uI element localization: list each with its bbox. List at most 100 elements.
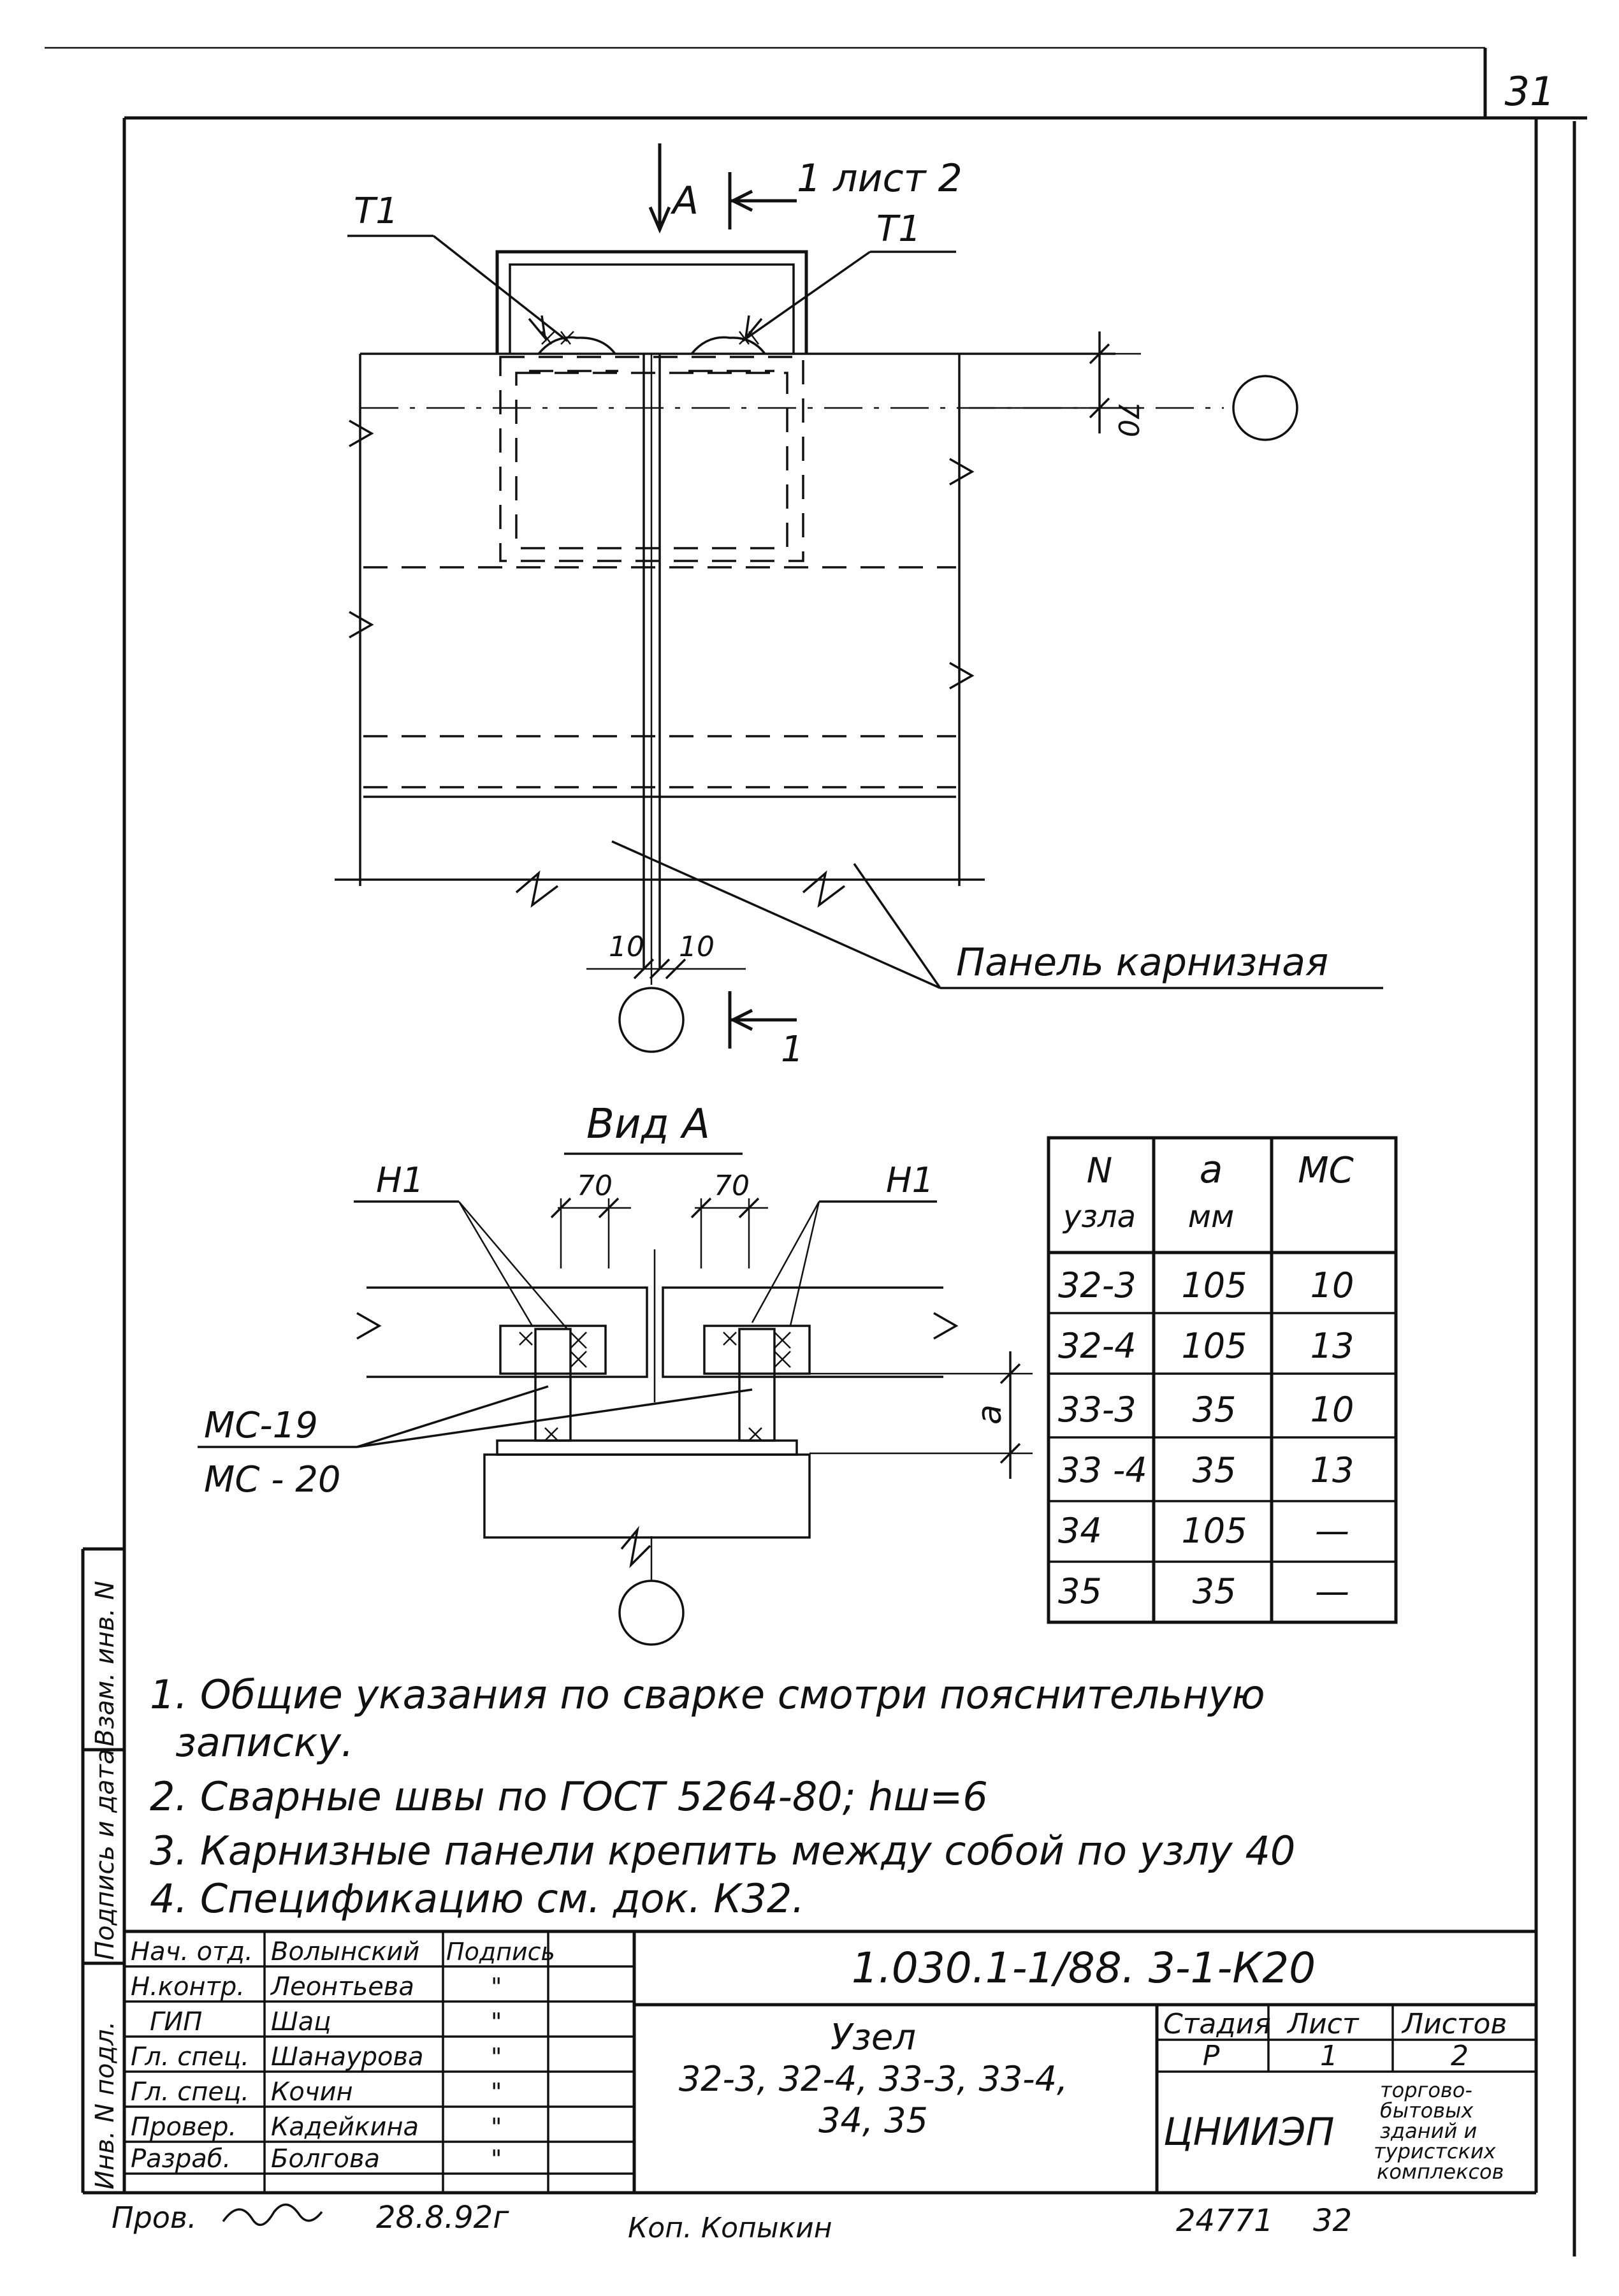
note-4: 4. Спецификацию см. док. К32. [150, 1875, 804, 1922]
sig-sign: " [491, 2113, 502, 2141]
footer-date: 28.8.92г [376, 2200, 509, 2235]
table-cell: 35 [1193, 1390, 1237, 1430]
sig-sign: " [491, 2145, 502, 2173]
table-cell: 10 [1310, 1265, 1354, 1305]
table-cell: 35 [1193, 1450, 1237, 1490]
table-cell: 33-3 [1058, 1390, 1136, 1430]
view-a-dim-left: 70 [577, 1170, 613, 1202]
footer-number: 24771 [1176, 2203, 1274, 2239]
sig-role: Гл. спец. [131, 2042, 249, 2072]
title-block: Нач. отд. Волынский Подпись Н.контр. Лео… [112, 1929, 1536, 2244]
title-line-2: 32-3, 32-4, 33-3, 33-4, [679, 2059, 1068, 2099]
stage-header: Стадия [1163, 2008, 1271, 2040]
sig-role: Гл. спец. [131, 2077, 249, 2107]
footer-checked: Пров. [112, 2200, 197, 2235]
table-header-node-2: узла [1062, 1199, 1136, 1235]
sig-name: Болгова [271, 2144, 380, 2174]
table-cell: — [1315, 1571, 1349, 1611]
note-1-cont: записку. [175, 1719, 354, 1766]
sheets-header: Листов [1401, 2008, 1507, 2040]
sig-sign: " [491, 2008, 502, 2036]
table-cell: 35 [1193, 1571, 1237, 1611]
plan-view: Т1 Т1 А 1 лист 2 70 10 10 1 [335, 143, 1383, 1070]
title-line-3: 34, 35 [818, 2100, 928, 2140]
table-header-node-1: N [1087, 1151, 1112, 1191]
sheet-value: 1 [1320, 2040, 1338, 2072]
side-label-replace: Взам. инв. N [91, 1581, 120, 1747]
sig-role: Нач. отд. [131, 1937, 253, 1966]
sig-name: Кочин [271, 2077, 353, 2107]
sheet-frame: 31 [45, 47, 1587, 2256]
table-header-a-2: мм [1188, 1199, 1234, 1235]
view-a-dim-right: 70 [714, 1170, 750, 1202]
weld-label-t1-right: Т1 [876, 208, 921, 250]
section-cut-label: 1 лист 2 [797, 156, 962, 201]
weld-label-h1-left: Н1 [376, 1160, 424, 1200]
sig-sign: " [491, 2043, 502, 2071]
sig-sign: " [491, 1973, 502, 2001]
footer-copy: Коп. Копыкин [628, 2212, 832, 2244]
title-line-1: Узел [831, 2017, 916, 2058]
weld-label-t1-left: Т1 [354, 191, 398, 232]
side-label-sign: Подпись и дата [91, 1749, 120, 1960]
table-cell: 13 [1310, 1326, 1354, 1366]
sig-name: Шац [271, 2007, 331, 2037]
part-label-top: МС-19 [204, 1405, 318, 1446]
section-cut-bottom: 1 [781, 1029, 804, 1070]
table-cell: 105 [1181, 1511, 1247, 1551]
plan-dim-10-left: 10 [609, 931, 644, 963]
org-sub-2: бытовых [1380, 2098, 1474, 2123]
doc-code: 1.030.1-1/88. 3-1-К20 [852, 1944, 1316, 1993]
sig-role: ГИП [150, 2007, 202, 2037]
node-table: N узла a мм МС 32-3 105 10 32-4 105 13 3… [1047, 1136, 1398, 1624]
view-a-title: Вид А [586, 1101, 710, 1148]
org-sub-3: зданий и [1380, 2119, 1477, 2143]
footer-number-2: 32 [1313, 2203, 1352, 2239]
sheet-number: 31 [1505, 68, 1555, 115]
stage-value: Р [1203, 2040, 1220, 2072]
notes: 1. Общие указания по сварке смотри поясн… [150, 1671, 1295, 1922]
side-label-inv: Инв. N подл. [91, 2021, 120, 2190]
table-cell: 33 -4 [1058, 1450, 1147, 1490]
table-cell: 13 [1310, 1450, 1354, 1490]
org-name: ЦНИИЭП [1163, 2110, 1334, 2154]
sheet-header: Лист [1286, 2008, 1360, 2040]
panel-label: Панель карнизная [956, 940, 1328, 985]
org-sub-4: туристских [1374, 2139, 1497, 2163]
weld-label-h1-right: Н1 [886, 1160, 934, 1200]
table-cell: 105 [1181, 1265, 1247, 1305]
part-label-bottom: МС - 20 [204, 1459, 340, 1500]
sig-name: Шанаурова [271, 2042, 424, 2072]
table-cell: 10 [1310, 1390, 1354, 1430]
view-a-dim-a: a [971, 1404, 1009, 1425]
plan-dim-70: 70 [1112, 402, 1144, 437]
sig-role: Провер. [131, 2112, 236, 2142]
section-mark-a: А [670, 178, 699, 223]
sig-name: Волынский [271, 1937, 419, 1966]
table-cell: 32-4 [1058, 1326, 1136, 1366]
table-cell: 35 [1058, 1571, 1102, 1611]
org-sub-5: комплексов [1377, 2160, 1504, 2184]
org-sub-1: торгово- [1380, 2078, 1472, 2102]
note-2: 2. Сварные швы по ГОСТ 5264-80; hш=6 [150, 1773, 988, 1820]
side-stamp: Инв. N подл. Подпись и дата Взам. инв. N [81, 1547, 124, 2195]
table-cell: 105 [1181, 1326, 1247, 1366]
table-cell: 32-3 [1058, 1265, 1136, 1305]
note-1: 1. Общие указания по сварке смотри поясн… [150, 1671, 1265, 1718]
sig-name: Кадейкина [271, 2112, 419, 2142]
sig-role: Н.контр. [131, 1972, 245, 2002]
note-3: 3. Карнизные панели крепить между собой … [150, 1827, 1295, 1874]
sig-sign: Подпись [446, 1938, 555, 1966]
footer-signature [222, 2204, 323, 2227]
table-header-mc: МС [1298, 1150, 1353, 1191]
sig-sign: " [491, 2078, 502, 2106]
sheets-value: 2 [1451, 2040, 1469, 2072]
table-cell: — [1315, 1511, 1349, 1551]
view-a: Вид А Н1 Н1 70 70 [198, 1101, 1033, 1646]
table-header-a-1: a [1200, 1147, 1223, 1192]
table-cell: 34 [1058, 1511, 1102, 1551]
plan-dim-10-right: 10 [679, 931, 715, 963]
sig-name: Леонтьева [270, 1972, 414, 2002]
sig-role: Разраб. [131, 2144, 231, 2174]
